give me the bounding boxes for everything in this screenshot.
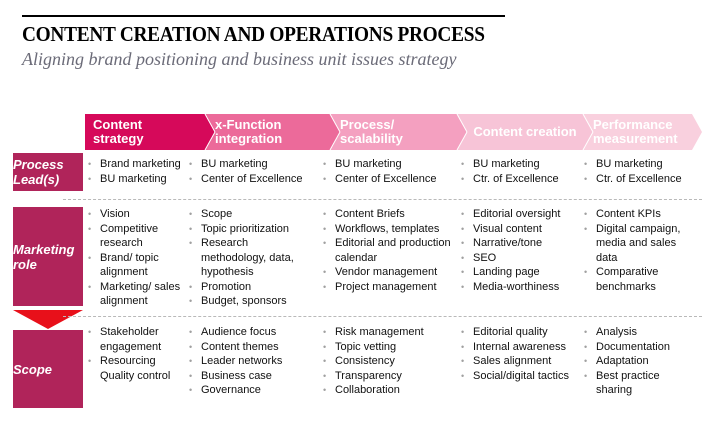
cell-leads-performance: BU marketingCtr. of Excellence <box>582 157 702 186</box>
cell-scope-x-function: Audience focus Content themes Leader net… <box>187 325 312 398</box>
stage-process-scalability: Process/scalability <box>340 117 403 146</box>
cell-leads-process: BU marketingCenter of Excellence <box>321 157 451 186</box>
arrow-gap <box>13 308 83 310</box>
cell-leads-x-function: BU marketingCenter of Excellence <box>187 157 317 186</box>
cell-leads-content-creation: BU marketingCtr. of Excellence <box>459 157 584 186</box>
cell-role-performance: Content KPIs Digital campaign, media and… <box>582 207 694 294</box>
page-subtitle: Aligning brand positioning and business … <box>22 49 457 69</box>
row-divider-1 <box>63 199 702 200</box>
cell-scope-content-strategy: Stakeholder engagement Resourcing Qualit… <box>86 325 188 383</box>
cell-role-x-function: Scope Topic prioritization Research meth… <box>187 207 312 309</box>
cell-leads-content-strategy: Brand marketingBU marketing <box>86 157 194 186</box>
stage-content-creation: Content creation <box>473 124 577 139</box>
cell-role-content-creation: Editorial oversight Visual content Narra… <box>459 207 584 294</box>
cell-role-content-strategy: Vision Competitive research Brand/ topic… <box>86 207 188 309</box>
title-rule <box>22 15 505 17</box>
stage-chevrons-shape <box>85 114 702 150</box>
cell-scope-performance: Analysis Documentation Adaptation Best p… <box>582 325 697 398</box>
page-title: CONTENT CREATION AND OPERATIONS PROCESS <box>22 22 485 46</box>
row-divider-2 <box>63 316 702 317</box>
cell-scope-content-creation: Editorial quality Internal awareness Sal… <box>459 325 574 383</box>
cell-scope-process: Risk management Topic vetting Consistenc… <box>321 325 456 398</box>
down-arrow-icon <box>13 310 83 329</box>
cell-role-process: Content Briefs Workflows, templates Edit… <box>321 207 456 294</box>
row-label-scope: Scope <box>13 330 83 408</box>
